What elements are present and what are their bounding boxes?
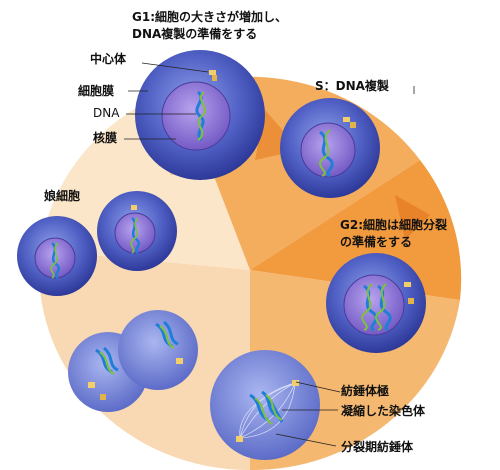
label-cell-membrane: 細胞膜 (78, 84, 115, 98)
label-condensed-chromosome: 凝縮した染色体 (341, 404, 426, 418)
g2-cell (326, 253, 426, 353)
g2-dna-green-1 (361, 283, 373, 331)
label-centrosome: 中心体 (90, 52, 127, 66)
g1-centrosome (209, 70, 217, 81)
g1-nucleus (161, 81, 231, 151)
dividing-chromosome-left-green (99, 351, 115, 375)
label-nuclear-membrane: 核膜 (93, 131, 118, 145)
g1-cell (135, 50, 265, 180)
g1-dna-strand-green (197, 91, 207, 141)
s-centrosome (343, 117, 356, 128)
spindle-pole-top (292, 380, 299, 386)
s-dna-green (319, 129, 331, 177)
daughter-right-centrosome (131, 205, 137, 210)
dividing-centrosome-1 (88, 382, 95, 388)
label-mitotic-spindle: 分裂期紡錘体 (341, 440, 414, 454)
mitosis-chromosome-green (254, 394, 283, 425)
dividing-chromosome-right-green (159, 325, 175, 349)
g1-phase-title: G1:細胞の大きさが増加し、 (132, 10, 287, 24)
leader-centrosome (141, 62, 209, 73)
g2-dna-green-2 (375, 283, 387, 331)
dividing-cell-right (118, 310, 198, 390)
label-spindle-pole: 紡錘体極 (341, 384, 390, 398)
s-dna-blue (319, 130, 334, 178)
leader-lines (124, 62, 415, 447)
leader-spindle-pole (295, 381, 341, 393)
s-phase-title: S：DNA複製 (315, 79, 389, 93)
label-daughter-cells: 娘細胞 (44, 189, 81, 203)
dividing-cells (68, 310, 198, 412)
g2-nucleus (343, 274, 405, 336)
label-dna: DNA (93, 106, 120, 120)
dividing-centrosome-2 (100, 394, 106, 400)
daughter-right-nucleus (114, 212, 156, 254)
dividing-centrosome-3 (176, 358, 183, 364)
g1-phase-title-line2: DNA複製の準備をする (132, 27, 258, 41)
daughter-cell-right (97, 191, 177, 271)
leader-mitotic-spindle (275, 433, 337, 447)
g2-centrosome-1 (404, 282, 411, 287)
g2-phase-title: G2:細胞は細胞分裂 (340, 218, 447, 232)
daughter-left-nucleus (34, 237, 76, 279)
spindle-pole-bottom (236, 436, 243, 442)
g2-phase-title-line2: の準備をする (340, 235, 413, 249)
mitosis-cell (210, 350, 320, 460)
daughter-cell-left (17, 216, 97, 296)
g2-centrosome-2 (408, 298, 414, 304)
s-cell (280, 98, 380, 198)
daughter-right-dna-green (130, 217, 139, 254)
daughter-left-dna-green (50, 242, 59, 279)
wheel-arrow (395, 195, 430, 240)
